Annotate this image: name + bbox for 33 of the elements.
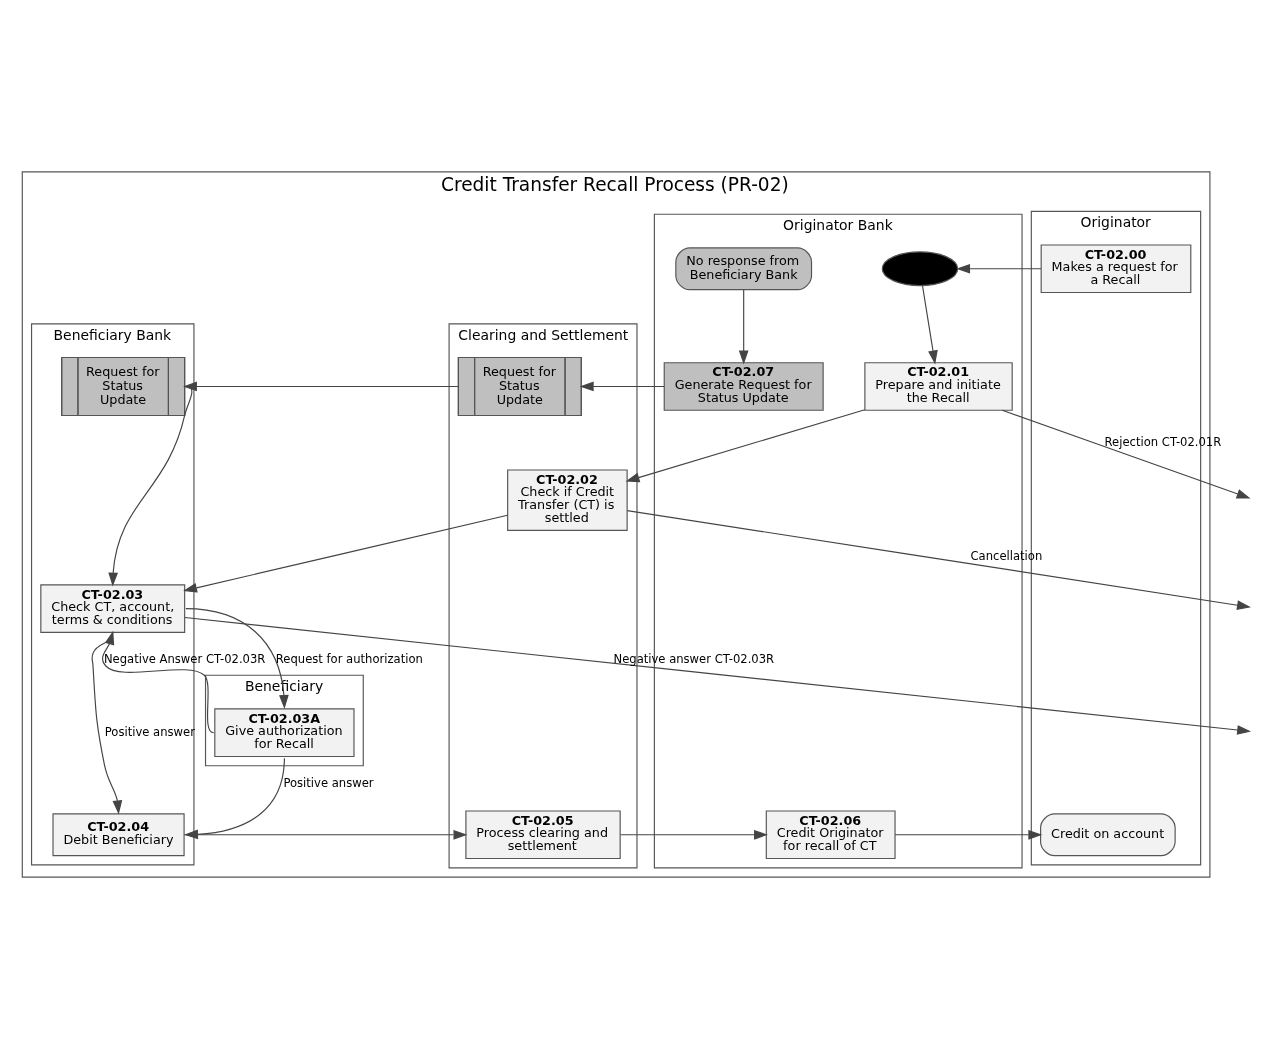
- node-box: CT-02.07 Generate Request for Status Update: [663, 361, 824, 411]
- node-box: CT-02.05 Process clearing and settlement: [465, 809, 621, 859]
- arrow: [625, 408, 866, 482]
- arrow: [1001, 409, 1251, 499]
- edge-label: Request for authorization: [275, 651, 423, 666]
- arrow: [183, 381, 459, 391]
- arrow: [91, 631, 123, 814]
- node-box: CT-02.03 Check CT, account, terms & conditions: [40, 583, 186, 633]
- arrow: [626, 509, 1251, 610]
- node-box: CT-02.02 Check if Credit Transfer (CT) is settled: [507, 468, 628, 531]
- node-box: CT-02.00 Makes a request for a Recall: [1040, 243, 1192, 293]
- arrow: [894, 829, 1043, 840]
- arrow: [101, 630, 215, 733]
- arrow: [183, 829, 468, 840]
- edge-label: Positive answer: [104, 724, 195, 739]
- arrow: [184, 757, 285, 839]
- arrow: [184, 616, 1252, 735]
- arrow: [579, 381, 665, 391]
- node-box: No response from Beneficiary Bank: [675, 246, 813, 290]
- node-box: CT-02.04 Debit Beneficiary: [52, 812, 185, 856]
- node-box: CT-02.01 Prepare and initiate the Recall: [864, 361, 1013, 411]
- arrow: [738, 288, 749, 364]
- edge-label: Negative Answer CT-02.03R: [103, 651, 266, 666]
- arrow: [185, 607, 289, 709]
- node-oval: [881, 250, 959, 286]
- node-box: CT-02.06 Credit Originator for recall of CT: [765, 809, 896, 859]
- arrow: [956, 263, 1042, 274]
- arrow: [921, 284, 938, 364]
- arrow: [183, 514, 509, 593]
- node-box: Credit on account: [1040, 812, 1176, 856]
- node-box: CT-02.03A Give authorization for Recall: [214, 707, 355, 757]
- arrow: [619, 829, 768, 840]
- edge-label: Positive answer: [283, 775, 374, 790]
